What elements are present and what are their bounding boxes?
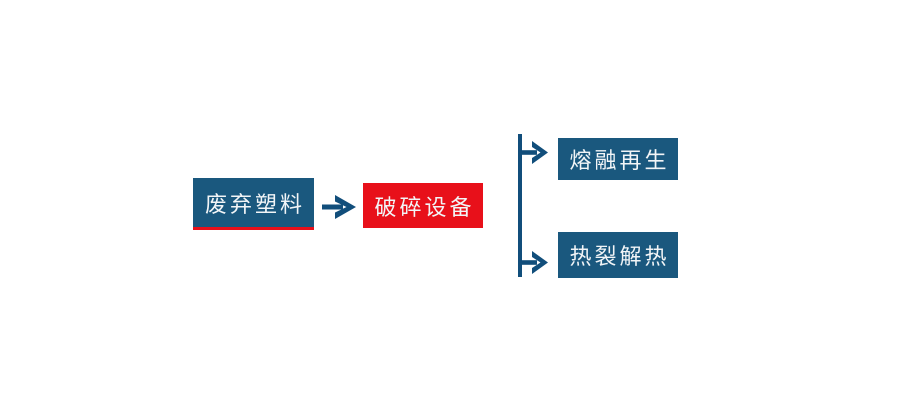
node-waste-plastic-label: 废弃塑料 <box>204 191 305 217</box>
node-melt-regeneration: 熔融再生 <box>558 138 678 180</box>
node-crushing-equipment-label: 破碎设备 <box>374 194 475 220</box>
node-thermal-pyrolysis: 热裂解热 <box>558 232 678 278</box>
node-melt-regeneration-label: 熔融再生 <box>569 148 670 173</box>
branch-arrow-top-icon <box>520 141 548 164</box>
node-thermal-pyrolysis-label: 热裂解热 <box>569 244 670 269</box>
branch-connector-line <box>518 134 522 277</box>
node-crushing-equipment: 破碎设备 <box>363 183 483 228</box>
arrow-right-icon <box>322 195 356 219</box>
node-waste-plastic: 废弃塑料 <box>193 178 314 230</box>
branch-arrow-bottom-icon <box>520 251 548 274</box>
